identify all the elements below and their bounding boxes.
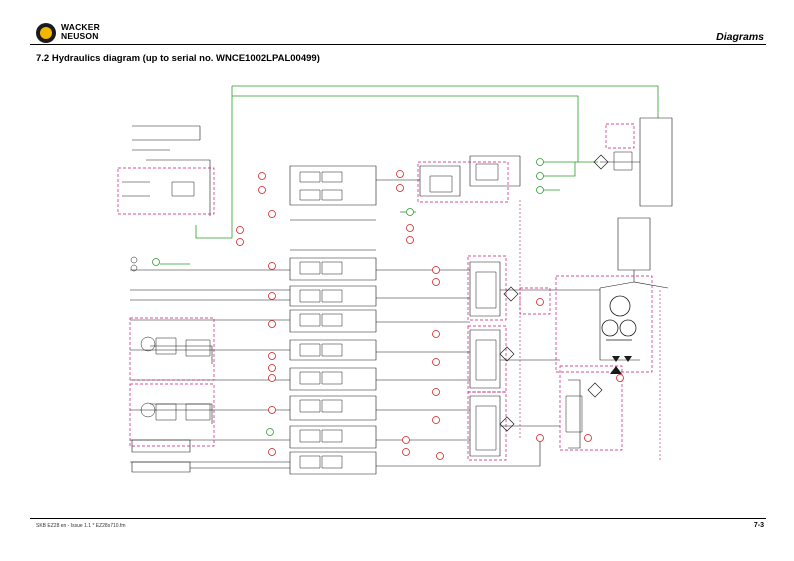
page-heading: 7.2 Hydraulics diagram (up to serial no.…: [36, 53, 320, 64]
footer-rule: [30, 518, 766, 519]
section-title: Diagrams: [716, 31, 764, 43]
pilot-markers: [152, 158, 544, 436]
brand-line-2: NEUSON: [61, 31, 99, 41]
logo-text: WACKER NEUSON: [61, 23, 100, 41]
valve-symbols: [130, 151, 633, 469]
page-number: 7-3: [753, 522, 764, 529]
header-rule: [30, 44, 766, 45]
connection-markers: [236, 170, 624, 460]
filter-symbols: [499, 154, 609, 432]
component-outlines: [117, 123, 653, 461]
wacker-neuson-logo: WACKER NEUSON: [36, 22, 166, 44]
pump-unit: [601, 295, 637, 341]
drain-lines: [519, 200, 661, 460]
main-lines: [122, 117, 673, 475]
check-arrows: [610, 356, 632, 374]
page-header: WACKER NEUSON Diagrams: [0, 0, 794, 46]
footer-document-ref: SKB EZ28 en - Issue 1.1 * EZ28s710.fm: [36, 523, 126, 529]
logo-emblem-icon: [36, 23, 56, 43]
brand-line-1: WACKER: [61, 22, 100, 32]
